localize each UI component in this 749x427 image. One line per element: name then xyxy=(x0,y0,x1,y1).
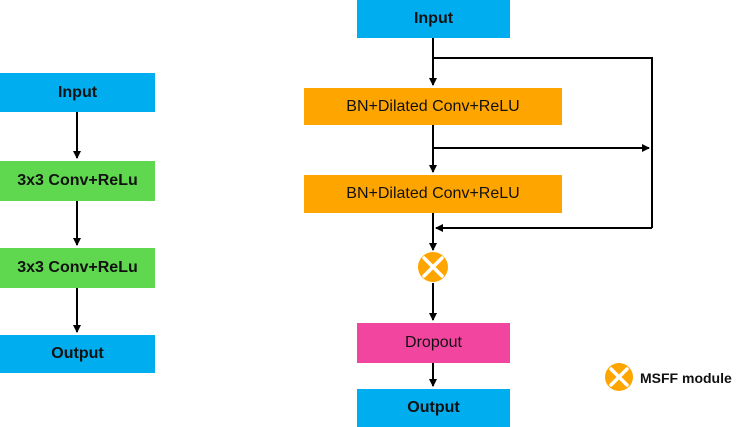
right-input-box: Input xyxy=(357,0,510,38)
dilated-conv-box-1: BN+Dilated Conv+ReLU xyxy=(304,88,562,125)
left-conv2-box: 3x3 Conv+ReLu xyxy=(0,248,155,288)
right-output-box: Output xyxy=(357,389,510,427)
dropout-box: Dropout xyxy=(357,323,510,363)
left-input-box: Input xyxy=(0,73,155,112)
dilated-conv-box-2: BN+Dilated Conv+ReLU xyxy=(304,175,562,213)
skip-line-input xyxy=(433,57,653,228)
left-output-box: Output xyxy=(0,335,155,373)
left-conv1-box: 3x3 Conv+ReLu xyxy=(0,161,155,201)
legend-multiply-circle-icon xyxy=(605,363,633,391)
fusion-node xyxy=(418,252,448,282)
legend-label: MSFF module xyxy=(640,370,732,386)
